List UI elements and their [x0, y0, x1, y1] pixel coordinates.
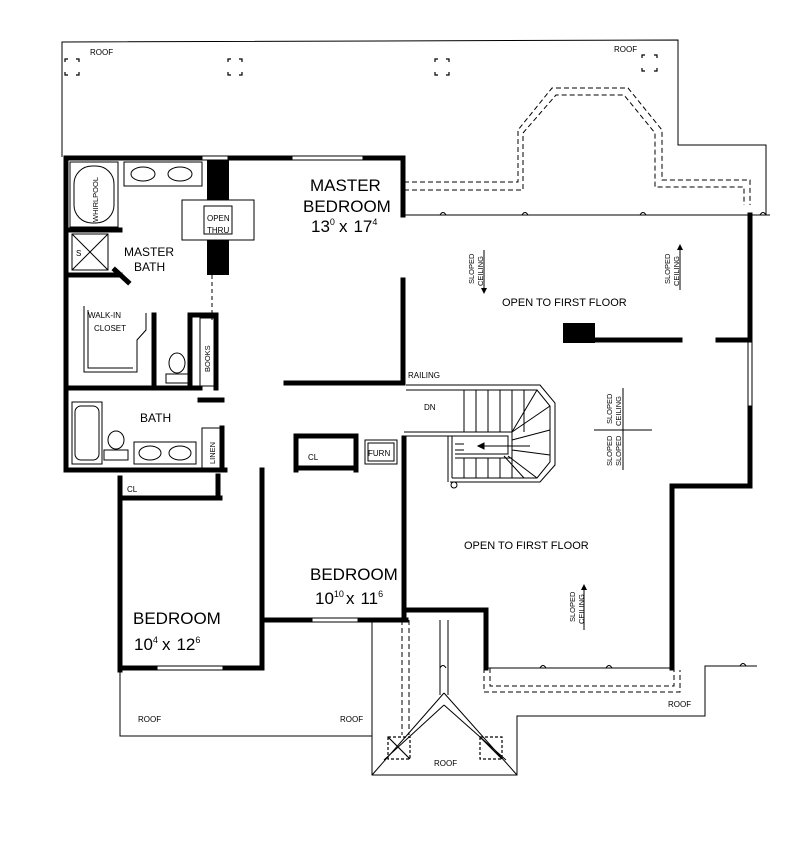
- sloped-ceiling-5-arrowhead: [581, 584, 587, 590]
- master-bedroom-label-1: MASTER: [310, 176, 381, 195]
- closet-label-bedroom: CL: [127, 485, 138, 494]
- roof-hip-bottom: [371, 620, 518, 776]
- dashed-outlines: [401, 87, 751, 735]
- svg-text:CEILING: CEILING: [672, 256, 681, 286]
- svg-text:CEILING: CEILING: [577, 594, 586, 624]
- svg-text:SLOPED: SLOPED: [568, 591, 577, 622]
- books-label: BOOKS: [203, 345, 212, 372]
- whirlpool-label: WHIRLPOOL: [91, 177, 100, 222]
- svg-text:CEILING: CEILING: [614, 396, 623, 426]
- sloped-ceiling-5: SLOPED CEILING: [568, 591, 586, 624]
- roof-label-top-right: ROOF: [614, 45, 637, 54]
- open-thru-label-2: THRU: [207, 226, 229, 235]
- roof-label-bottom-left: ROOF: [138, 715, 161, 724]
- roof-label-bottom-mid: ROOF: [340, 715, 363, 724]
- sloped-ceiling-4: SLOPED SLOPED: [605, 435, 623, 466]
- svg-text:SLOPED: SLOPED: [614, 435, 623, 466]
- master-bedroom-label-2: BEDROOM: [303, 197, 391, 216]
- linen-label: LINEN: [208, 442, 217, 464]
- sloped-ceiling-1-arrowhead: [481, 288, 487, 294]
- fixtures: [69, 161, 398, 469]
- bath-label: BATH: [140, 411, 171, 425]
- walk-in-closet-label-1: WALK-IN: [88, 311, 121, 320]
- post: [563, 323, 595, 343]
- roof-outlines: [61, 39, 770, 776]
- shower-label: S: [76, 249, 81, 258]
- roof-label-bottom-center: ROOF: [434, 759, 457, 768]
- roof-label-top-left: ROOF: [90, 48, 113, 57]
- closet-label-hall: CL: [308, 453, 319, 462]
- master-bath-label-2: BATH: [134, 260, 165, 274]
- svg-text:SLOPED: SLOPED: [467, 253, 476, 284]
- svg-text:SLOPED: SLOPED: [663, 253, 672, 284]
- master-bath-label-1: MASTER: [124, 245, 174, 259]
- stairs: [404, 384, 556, 489]
- svg-text:SLOPED: SLOPED: [605, 435, 614, 466]
- walk-in-closet-label-2: CLOSET: [94, 324, 126, 333]
- walls: [63, 155, 753, 673]
- furnace-label: FURN: [368, 449, 390, 458]
- bedroom-right-label: BEDROOM: [310, 565, 398, 584]
- sloped-ceiling-3: SLOPED CEILING: [605, 393, 623, 426]
- roof-label-bottom-right: ROOF: [668, 700, 691, 709]
- windows: [63, 155, 753, 671]
- svg-text:SLOPED: SLOPED: [605, 393, 614, 424]
- bedroom-left-label: BEDROOM: [133, 609, 221, 628]
- open-to-first-floor-lower: OPEN TO FIRST FLOOR: [464, 540, 589, 552]
- open-thru-label-1: OPEN: [207, 214, 230, 223]
- open-to-first-floor-upper: OPEN TO FIRST FLOOR: [502, 297, 627, 309]
- sloped-ceiling-1: SLOPED CEILING: [467, 253, 485, 286]
- svg-text:CEILING: CEILING: [476, 256, 485, 286]
- sloped-ceiling-2-arrowhead: [677, 244, 683, 250]
- open-thru-inner: [203, 205, 233, 235]
- roof-posts: [64, 54, 658, 760]
- slope-cross: [594, 388, 652, 470]
- sloped-ceiling-2: SLOPED CEILING: [663, 253, 681, 286]
- stairs-down-label: DN: [424, 403, 436, 412]
- beam-ticks: [439, 212, 767, 669]
- railing-label: RAILING: [408, 371, 440, 380]
